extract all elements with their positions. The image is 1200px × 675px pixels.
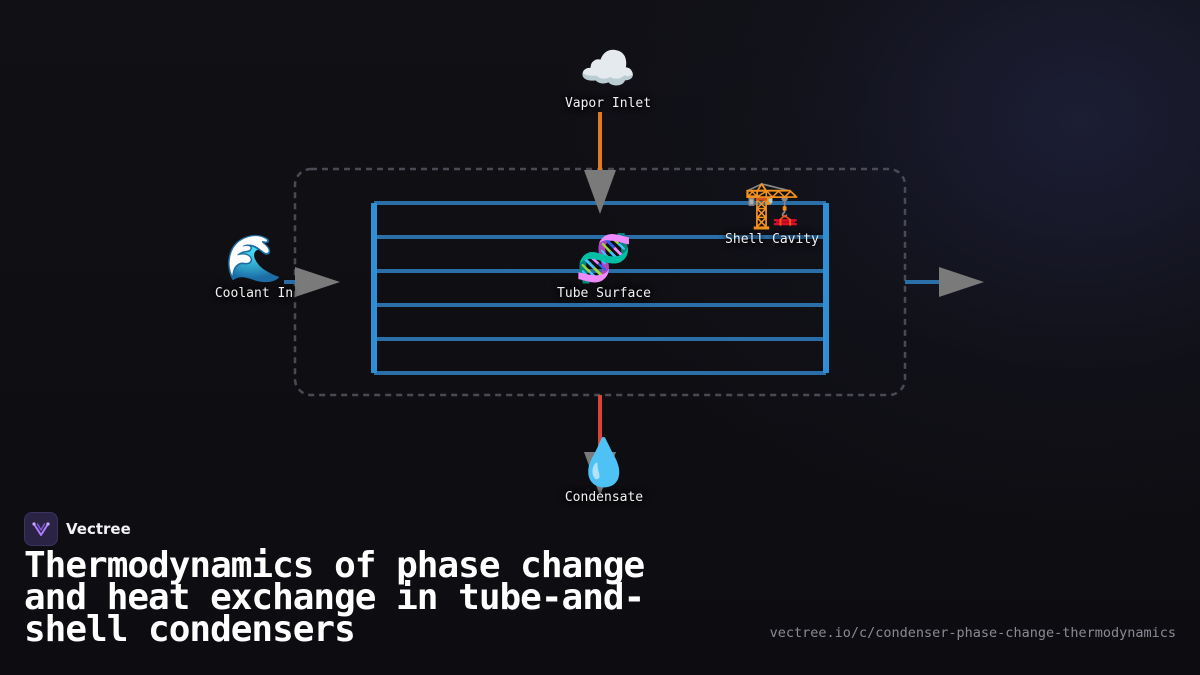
tube-surface-label: Tube Surface — [557, 286, 651, 301]
page-title: Thermodynamics of phase change and heat … — [24, 545, 645, 650]
vapor-inlet-node: ☁️ Vapor Inlet — [565, 42, 651, 111]
page-url: vectree.io/c/condenser-phase-change-ther… — [769, 625, 1176, 641]
tube-surface-node: 🧬 Tube Surface — [557, 232, 651, 301]
dna-icon: 🧬 — [575, 231, 633, 285]
wave-icon: 🌊 — [225, 231, 283, 285]
coolant-out-arrowhead — [939, 267, 984, 297]
coolant-in-arrowhead — [295, 267, 340, 297]
crane-icon: 🏗️ — [743, 177, 801, 231]
brand-name: Vectree — [66, 520, 131, 538]
vapor-inlet-label: Vapor Inlet — [564, 96, 652, 111]
condensate-label: Condensate — [564, 490, 644, 505]
shell-cavity-node: 🏗️ Shell Cavity — [725, 178, 819, 247]
brand: Vectree — [24, 512, 131, 546]
shell-cavity-label: Shell Cavity — [725, 232, 819, 247]
condensate-flow-arrowhead — [584, 452, 616, 496]
coolant-in-label: Coolant In — [214, 286, 294, 301]
droplet-icon: 💧 — [575, 435, 633, 489]
coolant-in-node: 🌊 Coolant In — [215, 232, 293, 301]
condensate-node: 💧 Condensate — [565, 436, 643, 505]
vapor-flow-arrowhead — [584, 170, 616, 214]
cloud-icon: ☁️ — [579, 41, 637, 95]
vectree-logo-icon — [24, 512, 58, 546]
